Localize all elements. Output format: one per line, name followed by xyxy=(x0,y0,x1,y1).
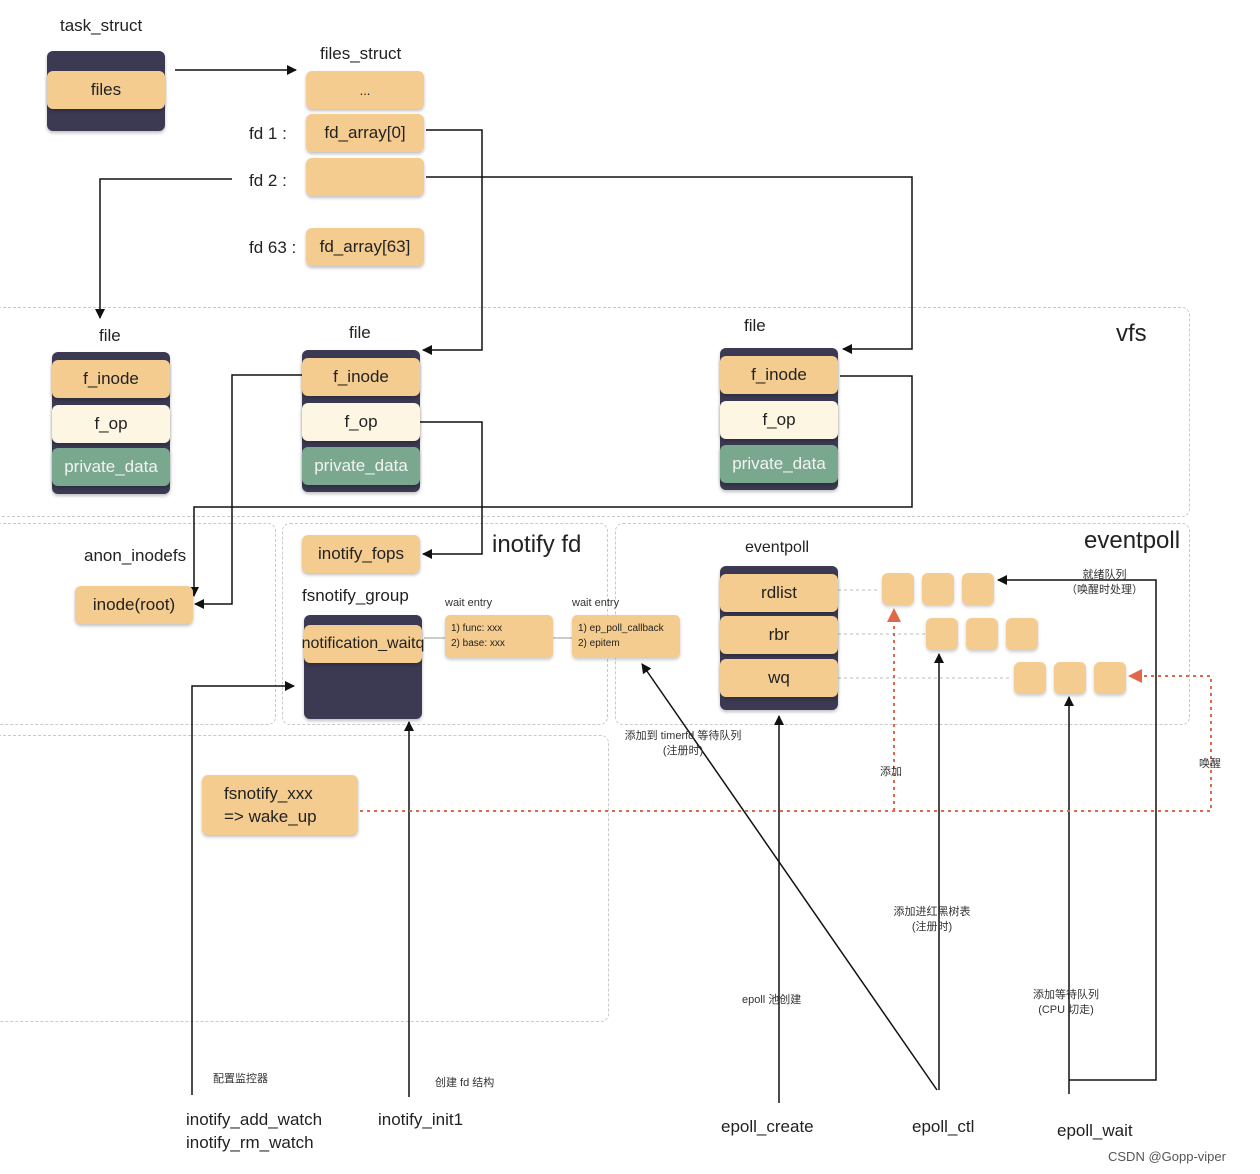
arrow-file-mid-inode-to-inode-root xyxy=(194,374,302,609)
epoll-pool-create-note: epoll 池创建 xyxy=(742,994,802,1006)
arrow-fd-blank-to-file-right xyxy=(426,176,913,354)
rdlist-queue-node-1 xyxy=(882,573,914,605)
wq-queue-node-2 xyxy=(1054,662,1086,694)
wait-entry-2-line1: 1) ep_poll_callback xyxy=(578,623,664,634)
file-mid-label: file xyxy=(349,323,371,342)
add-rbtree-note-line1: 添加进红黑树表 xyxy=(893,906,971,918)
arrow-fd2-to-file-left xyxy=(95,178,232,319)
rdlist-queue-node-3 xyxy=(962,573,994,605)
file-left-private-data-box: private_data xyxy=(52,448,170,486)
ready-queue-note: 就绪队列 （唤醒时处理） xyxy=(1066,568,1143,598)
fd-array0-box: fd_array[0] xyxy=(306,114,424,152)
fd1-label: fd 1 : xyxy=(249,124,287,143)
wait-entry-2-box: 1) ep_poll_callback 2) epitem xyxy=(572,615,680,658)
file-right-private-data-box: private_data xyxy=(720,445,838,483)
epoll-wait-call: epoll_wait xyxy=(1057,1121,1133,1140)
file-right-f-inode-box: f_inode xyxy=(720,356,838,394)
ready-queue-note-line1: 就绪队列 xyxy=(1082,569,1127,581)
inotify-init1-call: inotify_init1 xyxy=(378,1110,464,1129)
file-left-label: file xyxy=(99,326,121,345)
file-mid-f-inode-box: f_inode xyxy=(302,358,420,396)
fd-array63-box: fd_array[63] xyxy=(306,228,424,266)
wakeup-dotted-line xyxy=(360,669,1212,812)
add-timerfd-note: 添加到 timerfd 等待队列 (注册时) xyxy=(620,729,746,759)
arrow-fd-array0-to-file-mid xyxy=(422,129,483,355)
wq-queue-node-1 xyxy=(1014,662,1046,694)
rbr-box: rbr xyxy=(720,616,838,654)
watermark: CSDN @Gopp-viper xyxy=(1108,1149,1226,1164)
wq-queue-node-3 xyxy=(1094,662,1126,694)
rdlist-box: rdlist xyxy=(720,574,838,612)
vfs-label: vfs xyxy=(1116,320,1147,347)
epoll-create-call: epoll_create xyxy=(721,1117,814,1136)
wait-entry-2-line2: 2) epitem xyxy=(578,638,620,649)
inotify-rm-watch-call: inotify_rm_watch xyxy=(186,1133,314,1152)
add-rbtree-note-line2: (注册时) xyxy=(911,921,953,933)
file-mid-private-data-box: private_data xyxy=(302,447,420,485)
inode-root-box: inode(root) xyxy=(75,586,193,624)
file-right-label: file xyxy=(744,316,766,335)
files-struct-label: files_struct xyxy=(320,44,402,63)
arrow-epoll-wait-to-rdlist-queue xyxy=(997,575,1157,1081)
wait-entry-1-line2: 2) base: xxx xyxy=(451,638,505,649)
fsnotify-wakeup-line2: => wake_up xyxy=(224,807,317,826)
anon-inodefs-label: anon_inodefs xyxy=(84,546,187,565)
fsnotify-wakeup-line1: fsnotify_xxx xyxy=(224,784,313,803)
wait-entry-2-label: wait entry xyxy=(572,597,620,609)
add-timerfd-note-line2: (注册时) xyxy=(662,745,704,757)
fsnotify-group-label: fsnotify_group xyxy=(302,586,409,605)
wakeup-note: 唤醒 xyxy=(1199,758,1221,770)
fsnotify-wakeup-box: fsnotify_xxx => wake_up xyxy=(202,775,358,835)
wait-entry-1-box: 1) func: xxx 2) base: xxx xyxy=(445,615,553,658)
config-monitor-note: 配置监控器 xyxy=(213,1073,268,1085)
wq-box: wq xyxy=(720,659,838,697)
file-right-f-op-box: f_op xyxy=(720,401,838,439)
eventpoll-title: eventpoll xyxy=(745,539,810,556)
files-struct-ellipsis-box: ... xyxy=(306,71,424,109)
rdlist-queue-node-2 xyxy=(922,573,954,605)
anon-inodefs-region xyxy=(0,523,276,725)
add-note: 添加 xyxy=(880,766,902,778)
wait-entry-1-line1: 1) func: xxx xyxy=(451,623,503,634)
add-timerfd-note-line1: 添加到 timerfd 等待队列 xyxy=(624,730,742,742)
vfs-region xyxy=(0,307,1190,517)
arrow-add-watch-to-group xyxy=(191,681,295,1095)
epoll-ctl-call: epoll_ctl xyxy=(912,1117,975,1136)
task-struct-label: task_struct xyxy=(60,16,143,35)
inotify-fd-label: inotify fd xyxy=(492,531,582,558)
add-rbtree-note: 添加进红黑树表 (注册时) xyxy=(890,905,974,935)
add-wait-queue-note: 添加等待队列 (CPU 切走) xyxy=(1030,988,1102,1018)
file-mid-f-op-box: f_op xyxy=(302,403,420,441)
fd63-label: fd 63 : xyxy=(249,238,297,257)
file-left-f-inode-box: f_inode xyxy=(52,360,170,398)
notification-waitq-box: notification_waitq xyxy=(302,625,424,663)
rbr-queue-node-3 xyxy=(1006,618,1038,650)
file-left-f-op-box: f_op xyxy=(52,405,170,443)
arrow-file-right-inode-to-inode-root xyxy=(189,375,913,597)
rbr-queue-node-1 xyxy=(926,618,958,650)
arrow-f-op-to-inotify-fops xyxy=(420,421,483,559)
inotify-add-watch-call: inotify_add_watch xyxy=(186,1110,323,1129)
eventpoll-region-label: eventpoll xyxy=(1084,527,1181,554)
ready-queue-note-line2: （唤醒时处理） xyxy=(1066,584,1143,596)
fd2-label: fd 2 : xyxy=(249,171,287,190)
inotify-lower-region xyxy=(0,735,609,1022)
wait-entry-1-label: wait entry xyxy=(445,597,493,609)
arrow-epoll-ctl-to-wait-entry xyxy=(641,663,938,1091)
files-box: files xyxy=(47,71,165,109)
fd-array-blank-box xyxy=(306,158,424,196)
add-wait-queue-note-line2: (CPU 切走) xyxy=(1038,1004,1094,1016)
rbr-queue-node-2 xyxy=(966,618,998,650)
add-wait-queue-note-line1: 添加等待队列 xyxy=(1033,989,1099,1001)
create-fd-note: 创建 fd 结构 xyxy=(435,1077,495,1089)
inotify-fops-box: inotify_fops xyxy=(302,535,420,573)
